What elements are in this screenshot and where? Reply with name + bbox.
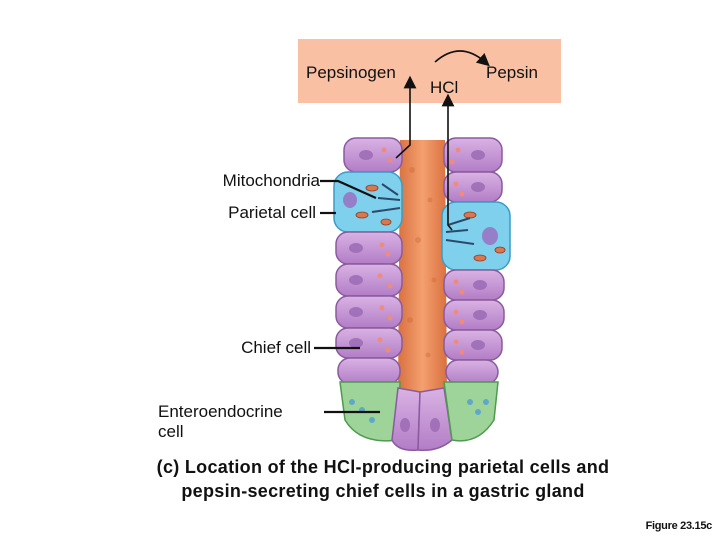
chief-cell	[445, 359, 499, 385]
figure-caption: (c) Location of the HCl-producing pariet…	[0, 455, 720, 503]
caption-line2: pepsin-secreting chief cells in a gastri…	[181, 481, 585, 501]
figure-reference: Figure 23.15c	[645, 520, 713, 532]
reaction-box	[298, 39, 561, 103]
enteroendocrine-label-line1: Enteroendocrine	[158, 402, 283, 421]
mitochondria-leader	[320, 179, 377, 200]
conversion-arrow	[434, 50, 490, 67]
canaliculi	[371, 183, 475, 245]
gland-lumen	[398, 140, 447, 405]
pepsinogen-arrow	[395, 75, 417, 159]
caption-line1: (c) Location of the HCl-producing pariet…	[156, 457, 610, 477]
cell-nuclei	[343, 150, 498, 432]
gland-base	[339, 381, 499, 452]
hcl-arrow	[441, 93, 455, 231]
chief-cell	[337, 357, 401, 385]
hcl-label: HCl	[430, 78, 459, 97]
chief-cell	[335, 295, 403, 329]
chief-cell	[335, 231, 403, 265]
mitochondria-group	[355, 184, 506, 262]
chief-cell	[335, 263, 403, 297]
zymogen-granules	[377, 147, 465, 355]
pepsinogen-label: Pepsinogen	[306, 63, 396, 82]
enteroendocrine-label: Enteroendocrine cell	[158, 402, 283, 442]
mitochondria-label: Mitochondria	[222, 171, 320, 190]
pepsin-label: Pepsin	[486, 63, 538, 82]
leader-lines	[314, 179, 380, 414]
lumen-texture	[407, 167, 437, 358]
parietal-cell-label: Parietal cell	[228, 203, 316, 222]
enteroendocrine-granules	[349, 399, 489, 423]
enteroendocrine-cell-right	[443, 381, 499, 442]
chief-cell	[335, 327, 403, 359]
enteroendocrine-label-line2: cell	[158, 422, 184, 441]
chief-cell-label: Chief cell	[241, 338, 311, 357]
secretion-arrows	[395, 50, 490, 231]
